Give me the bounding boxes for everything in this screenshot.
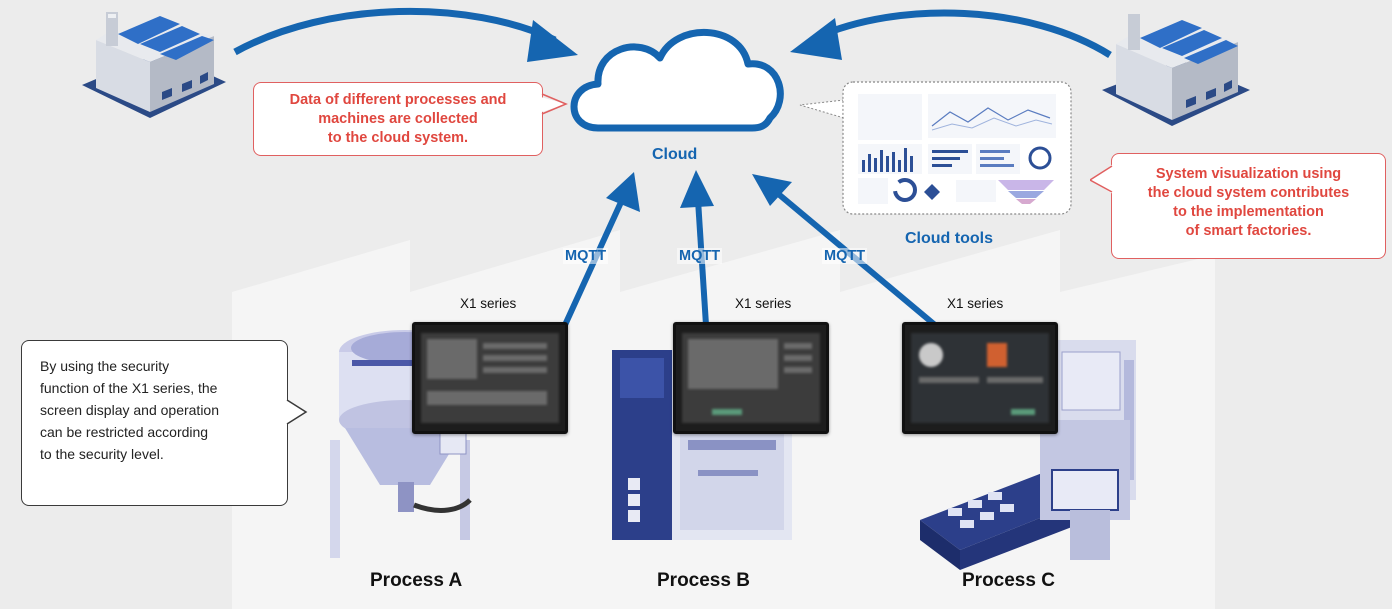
mqtt-label-c: MQTT	[822, 248, 868, 264]
callout-data-collection-line-3: to the cloud system.	[327, 130, 469, 146]
callout-security-line-4: can be restricted according	[40, 424, 209, 440]
callout-data-collection-tail	[530, 93, 568, 116]
callout-visualization: System visualization using the cloud sys…	[1111, 153, 1386, 259]
arrow-right-factory-to-cloud	[813, 9, 1112, 58]
callout-security-line-2: function of the X1 series, the	[40, 380, 218, 396]
callout-visualization-line-3: to the implementation	[1173, 204, 1324, 220]
callout-security-line-5: to the security level.	[40, 446, 164, 462]
device-label-c: X1 series	[947, 296, 1004, 311]
cloud-tools-dashboard	[799, 81, 1072, 215]
callout-visualization-tail	[1090, 164, 1113, 194]
process-c-label: Process C	[962, 570, 1055, 591]
callout-visualization-line-1: System visualization using	[1155, 166, 1342, 182]
mqtt-label-a: MQTT	[563, 248, 609, 264]
callout-security-tail	[286, 399, 308, 425]
device-label-b: X1 series	[735, 296, 792, 311]
arrow-left-factory-to-cloud	[233, 7, 557, 56]
process-b-label: Process B	[657, 570, 750, 591]
callout-visualization-line-4: of smart factories.	[1185, 223, 1312, 239]
arrowhead-left	[527, 20, 578, 62]
cloud-tools-label: Cloud tools	[905, 230, 993, 247]
hmi-screen-a	[412, 322, 568, 434]
callout-data-collection: Data of different processes and machines…	[253, 82, 543, 156]
callout-data-collection-line-2: machines are collected	[318, 111, 478, 127]
device-label-a: X1 series	[460, 296, 517, 311]
callout-security-line-1: By using the security	[40, 358, 170, 374]
hmi-screen-c-display	[911, 333, 1049, 423]
hmi-screen-c	[902, 322, 1058, 434]
factory-icon-right	[1102, 14, 1250, 126]
callout-visualization-line-2: the cloud system contributes	[1147, 185, 1350, 201]
process-a-label: Process A	[370, 570, 463, 591]
hmi-screen-a-display	[421, 333, 559, 423]
cloud-icon	[570, 28, 784, 132]
callout-security: By using the security function of the X1…	[21, 340, 288, 506]
cloud-label: Cloud	[652, 146, 698, 163]
callout-security-line-3: screen display and operation	[40, 402, 220, 418]
callout-data-collection-line-1: Data of different processes and	[289, 92, 507, 108]
factory-icon-left	[82, 12, 226, 118]
process-c-machine	[920, 340, 1136, 570]
hmi-screen-b	[673, 322, 829, 434]
hmi-screen-b-display	[682, 333, 820, 423]
mqtt-label-b: MQTT	[677, 248, 723, 264]
arrowhead-right	[790, 18, 842, 60]
